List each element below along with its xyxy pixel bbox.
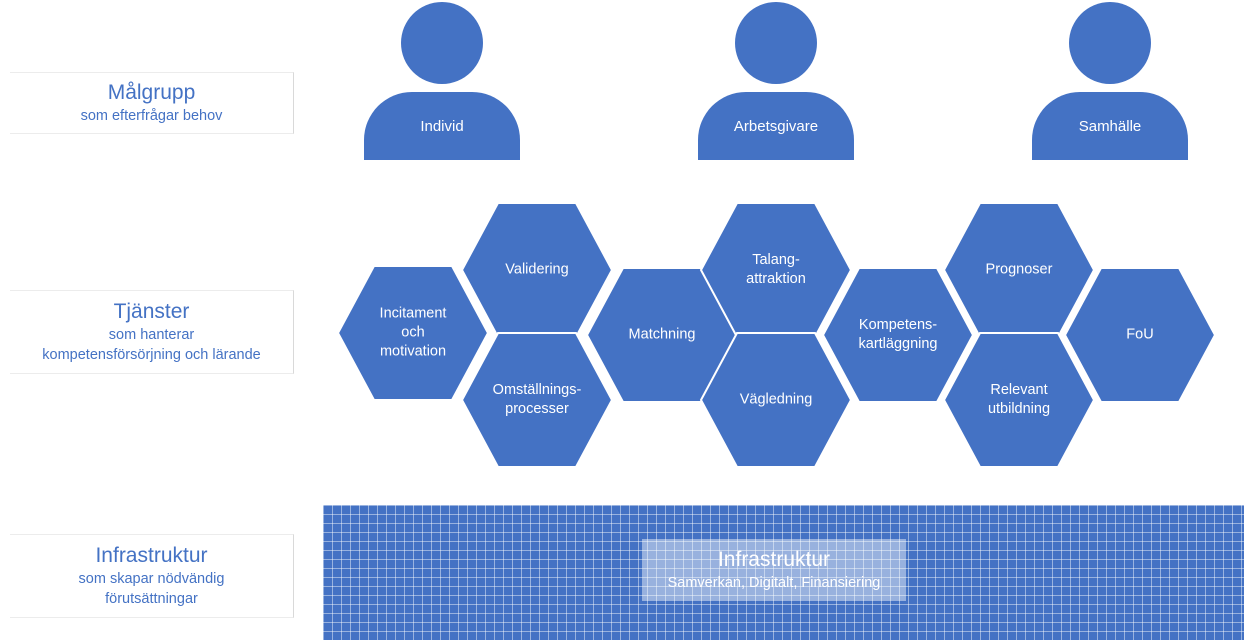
service-hexagon-fou: [1063, 267, 1217, 403]
service-hexagon-vagledning: [699, 332, 853, 468]
infrastructure-title: Infrastruktur: [717, 548, 831, 571]
target-group-arbetsgivare: Arbetsgivare: [698, 2, 854, 160]
row-label-malgrupp: Målgrupp som efterfrågar behov: [10, 72, 294, 134]
service-hexagon-kompetens: [821, 267, 975, 403]
service-hexagon-relevant: [942, 332, 1096, 468]
target-group-samhalle: Samhälle: [1032, 2, 1188, 160]
row-subtitle: som skapar nödvändig förutsättningar: [78, 571, 225, 607]
target-group-individ: Individ: [364, 2, 520, 160]
person-icon: [401, 2, 483, 84]
target-group-label: Samhälle: [1078, 117, 1142, 135]
row-title: Målgrupp: [107, 81, 196, 104]
person-body: Samhälle: [1032, 92, 1188, 160]
row-label-tjanster: Tjänster som hanterar kompetensförsörjni…: [10, 290, 294, 374]
person-icon: [1069, 2, 1151, 84]
service-label-vagledning: Vägledning: [739, 391, 813, 408]
service-label-talang: Talang- attraktion: [746, 252, 806, 287]
service-label-prognoser: Prognoser: [985, 261, 1053, 278]
service-label-kompetens: Kompetens- kartläggning: [858, 317, 938, 352]
person-body: Individ: [364, 92, 520, 160]
row-subtitle: som hanterar kompetensförsörjning och lä…: [42, 327, 261, 363]
infrastructure-box: Infrastruktur Samverkan, Digitalt, Finan…: [642, 539, 906, 601]
service-label-matchning: Matchning: [628, 326, 696, 343]
row-subtitle: som efterfrågar behov: [80, 108, 223, 124]
infrastructure-subtitle: Samverkan, Digitalt, Finansiering: [667, 575, 881, 591]
service-label-incitament: Incitament och motivation: [379, 305, 447, 360]
row-title: Infrastruktur: [95, 544, 208, 567]
person-icon: [735, 2, 817, 84]
target-group-label: Arbetsgivare: [733, 117, 819, 135]
row-title: Tjänster: [113, 300, 190, 323]
service-label-validering: Validering: [505, 261, 569, 278]
service-label-omstallning: Omställnings- processer: [492, 382, 582, 417]
infrastructure-band: [323, 505, 1244, 640]
person-body: Arbetsgivare: [698, 92, 854, 160]
service-hexagon-incitament: [336, 265, 490, 401]
service-hexagon-omstallning: [460, 332, 614, 468]
service-label-relevant: Relevant utbildning: [987, 382, 1051, 417]
target-group-label: Individ: [420, 117, 464, 135]
row-label-infrastruktur: Infrastruktur som skapar nödvändig förut…: [10, 534, 294, 618]
service-label-fou: FoU: [1126, 326, 1154, 343]
